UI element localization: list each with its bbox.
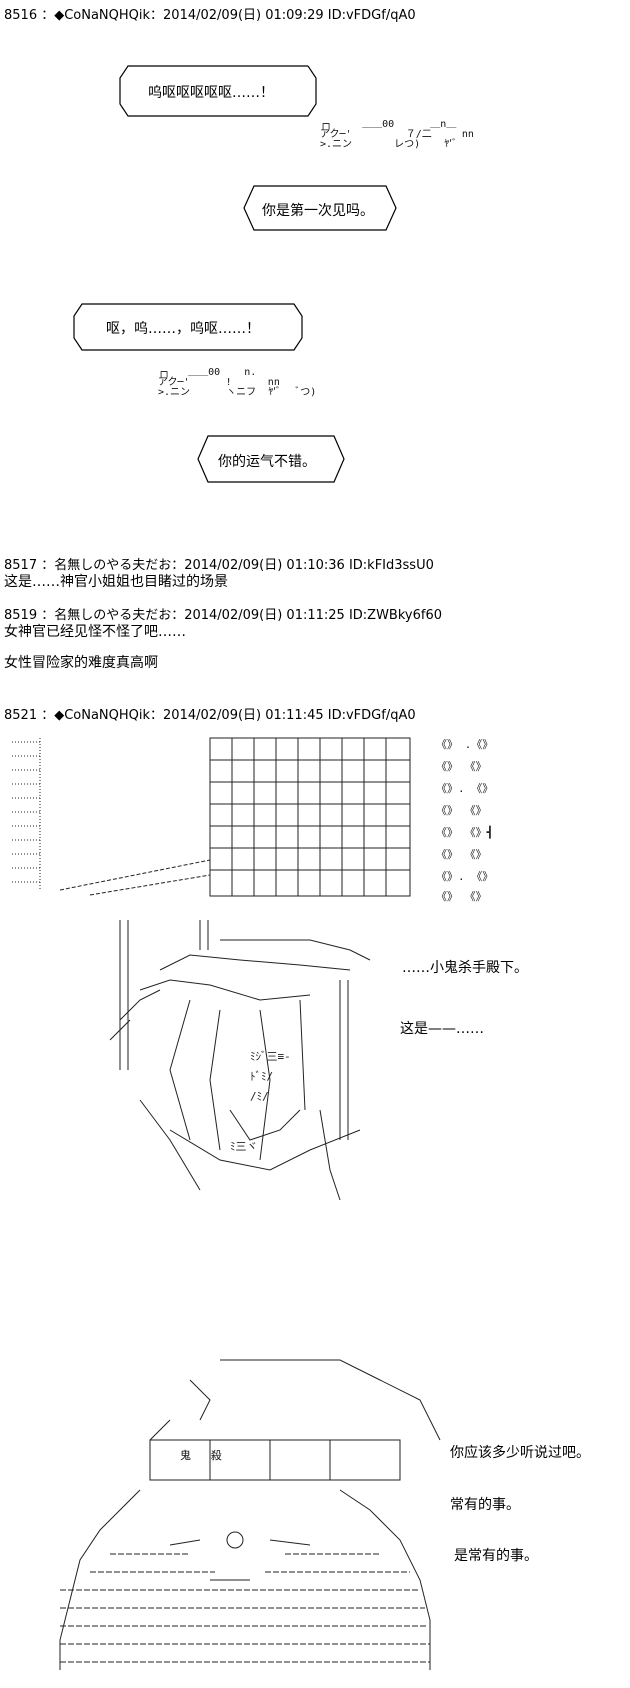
svg-text:《》 《》┫: 《》 《》┫ bbox=[436, 825, 493, 839]
speech-bubble-3 bbox=[73, 303, 303, 351]
cage-scene-ascii-art: 《》 .《》 《》 《》 《》. 《》 《》 《》 《》 《》┫ 《》 《》 《… bbox=[12, 737, 493, 903]
bubble-text-4: 你的运气不错。 bbox=[218, 454, 316, 470]
side-line-1: ……小鬼杀手殿下。 bbox=[402, 960, 528, 976]
svg-text:ﾐ三ヾ: ﾐ三ヾ bbox=[230, 1140, 258, 1153]
post-body-8517-line-1: 这是……神官小姐姐也目睹过的场景 bbox=[4, 574, 228, 590]
svg-text:《》 《》: 《》 《》 bbox=[436, 760, 487, 773]
post-body-8519-line-1: 女神官已经见怪不怪了吧…… bbox=[4, 624, 186, 640]
svg-text:《》. 《》: 《》. 《》 bbox=[436, 782, 493, 795]
sobbing-sound-effect-1: ┌┐ ＿＿00 ＿n＿ アク─' ７/二 nn >.ニン レつ) ﾔ'ﾞ bbox=[320, 119, 474, 150]
post-body-8519-line-2: 女性冒险家的难度真高啊 bbox=[4, 655, 158, 671]
side-line-4: 常有的事。 bbox=[450, 1497, 520, 1513]
svg-text:《》 .《》: 《》 .《》 bbox=[436, 738, 493, 751]
goblin-slayer-figure-ascii-art: ﾐｼﾞ三≡- ﾄﾞﾐ/ /ﾐ/ ﾐ三ヾ bbox=[109, 920, 371, 1201]
post-header-8516: 8516 ：◆CoNaNQHQik：2014/02/09(日) 01:09:29… bbox=[4, 8, 416, 23]
speech-bubble-4 bbox=[197, 435, 345, 483]
side-line-3: 你应该多少听说过吧。 bbox=[450, 1445, 590, 1461]
svg-text:ﾐｼﾞ三≡-: ﾐｼﾞ三≡- bbox=[250, 1050, 291, 1063]
svg-text:《》 《》: 《》 《》 bbox=[436, 804, 487, 817]
svg-text:《》. 《》: 《》. 《》 bbox=[436, 870, 493, 883]
bubble-text-1: 呜呕呕呕呕呕……！ bbox=[148, 85, 274, 101]
helmet-kanji: 鬼 殺 bbox=[180, 1449, 222, 1462]
bubble-text-3: 呕，呜……，呜呕……！ bbox=[106, 321, 260, 337]
post-header-8517: 8517 ：名無しのやる夫だお：2014/02/09(日) 01:10:36 I… bbox=[4, 558, 434, 573]
svg-text:《》 《》: 《》 《》 bbox=[436, 890, 487, 903]
post-header-8519: 8519 ：名無しのやる夫だお：2014/02/09(日) 01:11:25 I… bbox=[4, 608, 442, 623]
side-line-2: 这是——…… bbox=[400, 1021, 484, 1037]
speech-bubble-2 bbox=[243, 185, 397, 231]
svg-text:《》 《》: 《》 《》 bbox=[436, 848, 487, 861]
svg-text:/ﾐ/: /ﾐ/ bbox=[250, 1090, 269, 1103]
side-line-5: 是常有的事。 bbox=[454, 1548, 538, 1564]
helmet-closeup-ascii-art bbox=[59, 1359, 441, 1670]
sobbing-sound-effect-2: ┌┐ ＿＿00 n. アク─' ! nn >.ニン ヽニフ ﾔ'ﾞ ﾞつ) bbox=[158, 367, 317, 398]
svg-text:ﾄﾞﾐ/: ﾄﾞﾐ/ bbox=[250, 1070, 273, 1083]
bubble-text-2: 你是第一次见吗。 bbox=[262, 203, 374, 219]
speech-bubble-1 bbox=[119, 65, 317, 117]
post-header-8521: 8521 ：◆CoNaNQHQik：2014/02/09(日) 01:11:45… bbox=[4, 708, 416, 723]
